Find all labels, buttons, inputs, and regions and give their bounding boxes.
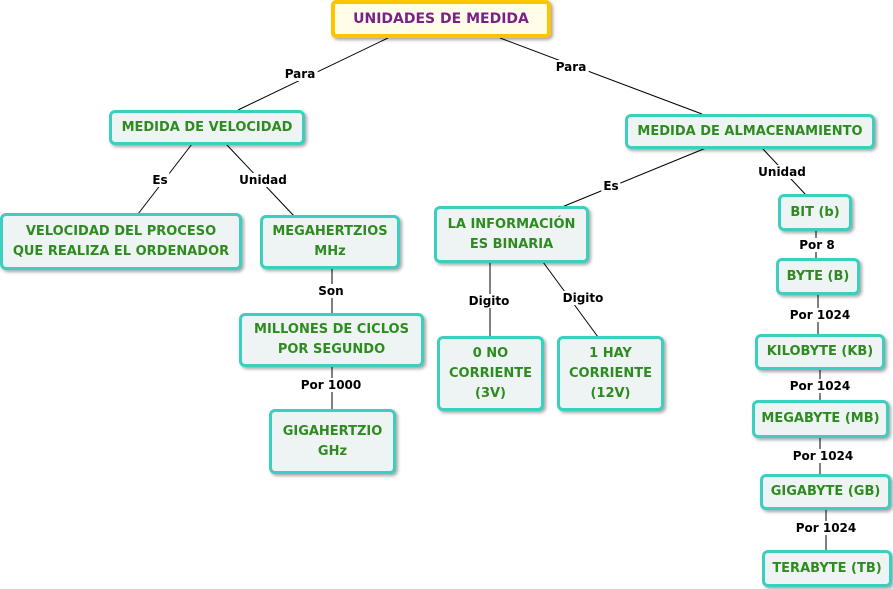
link-por-1000: Por 1000	[298, 378, 364, 392]
link-por-1024-mb: Por 1024	[787, 379, 853, 393]
node-bit[interactable]: BIT (b)	[778, 194, 852, 231]
node-gigahertzio[interactable]: GIGAHERTZIO GHz	[269, 409, 396, 474]
link-para-left: Para	[282, 67, 318, 81]
node-medida-almacenamiento[interactable]: MEDIDA DE ALMACENAMIENTO	[625, 114, 875, 149]
node-millones-ciclos[interactable]: MILLONES DE CICLOS POR SEGUNDO	[239, 313, 424, 367]
link-por-1024-kb: Por 1024	[787, 308, 853, 322]
link-por-8: Por 8	[797, 238, 837, 252]
link-es-left: Es	[150, 173, 170, 187]
link-digito-left: Digito	[466, 294, 512, 308]
node-gigabyte[interactable]: GIGABYTE (GB)	[760, 474, 891, 510]
node-informacion-binaria[interactable]: LA INFORMACIÓN ES BINARIA	[434, 206, 589, 263]
node-velocidad-proceso[interactable]: VELOCIDAD DEL PROCESO QUE REALIZA EL ORD…	[0, 213, 242, 270]
link-unidad-left: Unidad	[237, 173, 289, 187]
link-para-right: Para	[553, 60, 589, 74]
root-node[interactable]: UNIDADES DE MEDIDA	[331, 0, 551, 38]
link-son: Son	[316, 284, 346, 298]
link-es-right: Es	[601, 179, 621, 193]
link-por-1024-gb: Por 1024	[790, 449, 856, 463]
link-por-1024-tb: Por 1024	[793, 521, 859, 535]
node-megabyte[interactable]: MEGABYTE (MB)	[752, 400, 889, 438]
link-digito-right: Digito	[560, 291, 606, 305]
node-cero-no-corriente[interactable]: 0 NO CORRIENTE (3V)	[437, 336, 544, 411]
node-medida-velocidad[interactable]: MEDIDA DE VELOCIDAD	[109, 110, 305, 145]
node-megahertzios[interactable]: MEGAHERTZIOS MHz	[260, 215, 400, 269]
node-terabyte[interactable]: TERABYTE (TB)	[762, 550, 892, 587]
link-unidad-right: Unidad	[756, 165, 808, 179]
node-uno-hay-corriente[interactable]: 1 HAY CORRIENTE (12V)	[557, 336, 664, 411]
node-byte[interactable]: BYTE (B)	[776, 258, 860, 295]
node-kilobyte[interactable]: KILOBYTE (KB)	[755, 334, 885, 370]
